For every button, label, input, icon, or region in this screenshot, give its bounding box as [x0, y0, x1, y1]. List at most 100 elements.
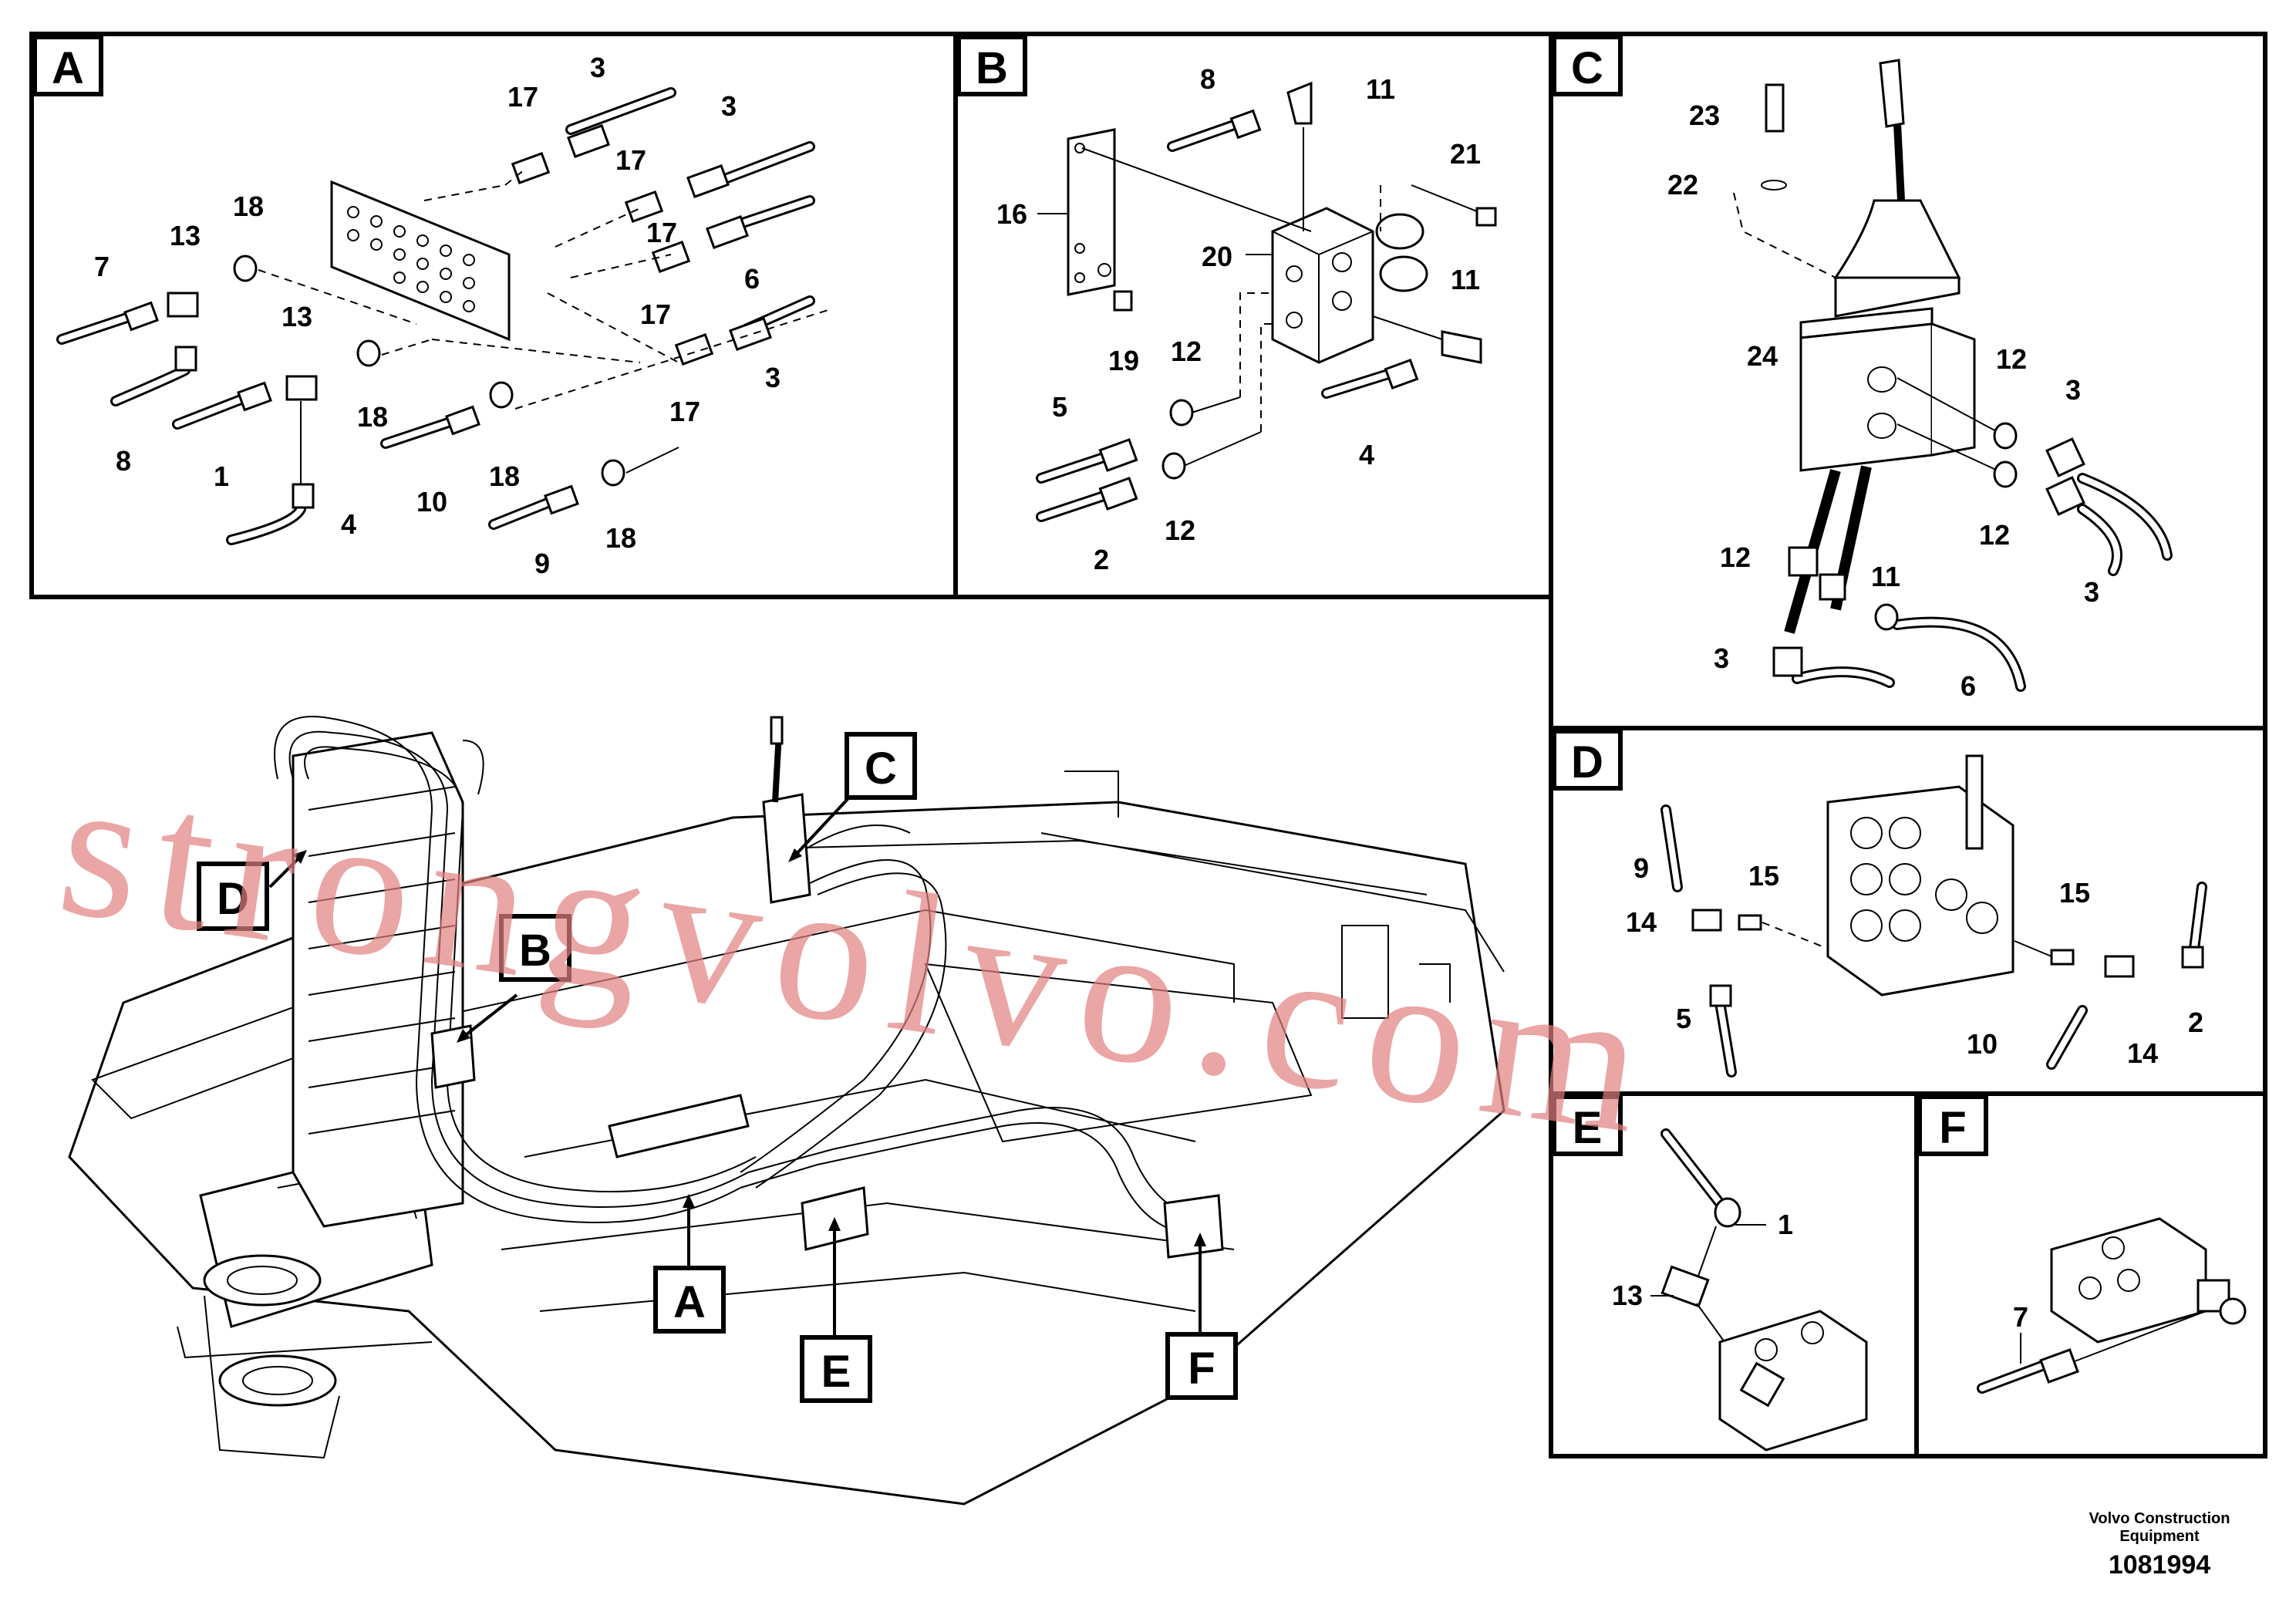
callout: 4 — [1359, 439, 1374, 470]
callout: 17 — [640, 298, 671, 330]
main-tag-c: C — [865, 744, 897, 794]
bolt — [1765, 83, 1785, 133]
callout: 6 — [1961, 670, 1976, 702]
control-valve-ports — [1850, 817, 1998, 942]
main-joystick-valve — [762, 793, 811, 904]
main-frame-view — [68, 716, 1505, 1506]
callout: 17 — [669, 396, 700, 427]
callout: 7 — [2013, 1301, 2028, 1333]
company-line-1: Volvo Construction — [2089, 1510, 2230, 1527]
panel-b-tag: B — [976, 43, 1008, 93]
callout: 2 — [1094, 544, 1109, 575]
callout: 23 — [1689, 99, 1720, 131]
joystick-grip — [1879, 59, 1905, 128]
callout: 1 — [1778, 1209, 1793, 1240]
panel-b: B — [956, 35, 1497, 575]
main-tag-d: D — [217, 874, 249, 924]
callout: 11 — [1366, 73, 1395, 105]
callout: 18 — [357, 401, 388, 433]
main-view-tags: C D B A E F — [197, 732, 1238, 1403]
panel-f: F 7 — [1917, 1094, 2247, 1394]
callout: 11 — [1451, 264, 1480, 295]
control-valve-stack — [292, 731, 464, 1228]
callout: 16 — [996, 198, 1027, 230]
callout: 14 — [1626, 906, 1657, 938]
main-tag-b: B — [519, 926, 551, 976]
panel-a-callouts: 17 3 3 17 18 13 7 17 6 13 17 3 18 8 1 17… — [94, 52, 781, 579]
callout: 3 — [2084, 576, 2099, 608]
panel-b-hoses — [1036, 120, 1394, 522]
panel-f-tag: F — [1939, 1103, 1966, 1153]
callout: 3 — [765, 362, 781, 393]
panel-b-fittings — [1098, 81, 1482, 511]
callout: 10 — [1967, 1028, 1998, 1060]
callout: 3 — [2065, 374, 2081, 406]
panel-f-tag-box — [1917, 1094, 1988, 1156]
callout: 6 — [744, 263, 760, 295]
panel-e: E 1 13 — [1552, 1094, 1868, 1452]
panel-c-fittings — [1772, 422, 2085, 677]
callout: 2 — [2188, 1007, 2203, 1038]
main-tag-e: E — [821, 1347, 851, 1397]
panel-b-callouts: 8 11 16 21 20 11 19 12 5 4 12 2 — [996, 63, 1481, 575]
panel-d-fittings — [1691, 909, 2204, 1007]
panel-c: C 23 22 — [1552, 35, 2173, 702]
main-tag-a: A — [673, 1277, 706, 1327]
callout: 18 — [489, 460, 520, 492]
footer: Volvo Construction Equipment 1081994 — [2089, 1510, 2230, 1580]
callout: 17 — [615, 144, 646, 176]
company-line-2: Equipment — [2119, 1528, 2200, 1545]
callout: 17 — [646, 217, 677, 248]
callout: 15 — [2059, 877, 2090, 909]
callout: 7 — [94, 251, 110, 282]
callout: 10 — [416, 486, 447, 518]
bulkhead-plate — [330, 180, 511, 342]
callout: 19 — [1108, 345, 1139, 376]
callout: 8 — [116, 445, 131, 477]
panel-frames — [29, 32, 2267, 1458]
panel-a: A — [32, 35, 834, 579]
callout: 14 — [2127, 1037, 2158, 1069]
panel-e-tag-box — [1552, 1094, 1623, 1156]
panel-d-tag: D — [1571, 737, 1603, 787]
pilot-valve-body — [1799, 322, 1934, 472]
callout: 18 — [233, 191, 264, 222]
valve-block-e — [1718, 1310, 1868, 1452]
panel-d-hoses — [1660, 804, 2207, 1077]
valve-stack-sections — [308, 786, 456, 1135]
panel-d-tag-box — [1552, 729, 1623, 791]
joystick-boot — [1833, 199, 1961, 279]
panel-d-callouts: 9 15 14 15 5 2 10 14 — [1626, 852, 2203, 1069]
callout: 12 — [1996, 343, 2027, 375]
callout: 24 — [1747, 340, 1778, 372]
callout: 20 — [1202, 241, 1232, 272]
valve-block-f — [2050, 1217, 2207, 1344]
callout: 9 — [534, 548, 550, 579]
callout: 13 — [282, 301, 312, 332]
panel-a-tag: A — [52, 43, 84, 93]
callout: 12 — [1165, 514, 1195, 546]
callout: 8 — [1200, 63, 1215, 95]
callout: 18 — [605, 522, 636, 554]
panel-b-leaders — [1037, 127, 1443, 467]
main-tag-f: F — [1188, 1344, 1215, 1394]
panel-e-tag: E — [1573, 1103, 1603, 1153]
callout: 13 — [170, 220, 201, 251]
callout: 4 — [341, 508, 356, 540]
callout: 13 — [1612, 1280, 1643, 1311]
callout: 12 — [1979, 519, 2010, 551]
mounting-bracket — [1067, 128, 1116, 296]
panel-d: D 9 15 14 15 5 — [1552, 729, 2207, 1077]
panel-a-leaders — [258, 169, 834, 484]
callout: 15 — [1748, 860, 1779, 892]
callout: 1 — [214, 460, 229, 492]
callout: 3 — [1714, 642, 1729, 674]
valve-block — [1271, 207, 1374, 364]
drawing-number: 1081994 — [2109, 1550, 2210, 1580]
callout: 3 — [590, 52, 605, 83]
callout: 17 — [507, 81, 538, 113]
callout: 21 — [1450, 138, 1481, 170]
panel-c-tag-box — [1552, 35, 1623, 96]
callout: 3 — [721, 90, 737, 122]
